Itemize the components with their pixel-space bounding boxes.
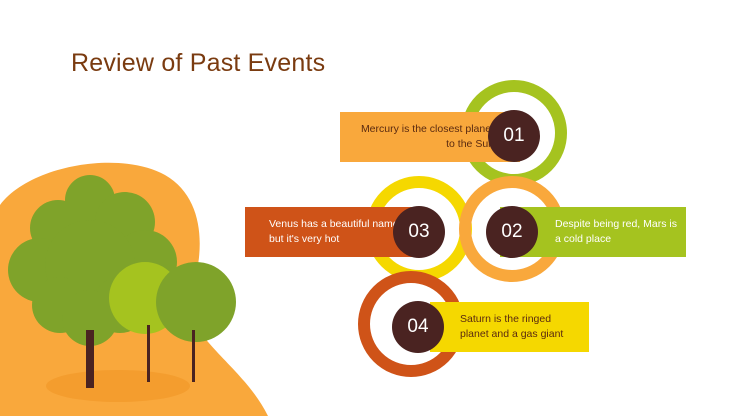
event-text-01: Mercury is the closest planet to the Sun — [360, 123, 494, 150]
event-number-04: 04 — [392, 301, 444, 353]
event-text-03: Venus has a beautiful name, but it's ver… — [269, 218, 402, 245]
middle-tree-trunk — [147, 325, 150, 382]
event-text-02: Despite being red, Mars is a cold place — [555, 218, 677, 245]
event-label-03: Venus has a beautiful name, but it's ver… — [245, 207, 417, 257]
page-title: Review of Past Events — [71, 49, 326, 77]
big-tree-trunk — [86, 330, 94, 388]
small-tree-trunk — [192, 330, 195, 382]
ground-shadow — [46, 370, 190, 402]
small-tree — [156, 262, 236, 342]
event-number-03: 03 — [393, 206, 445, 258]
event-number-02: 02 — [486, 206, 538, 258]
event-text-04: Saturn is the ringed planet and a gas gi… — [460, 313, 564, 340]
event-label-04: Saturn is the ringed planet and a gas gi… — [430, 302, 589, 352]
event-number-01: 01 — [488, 110, 540, 162]
